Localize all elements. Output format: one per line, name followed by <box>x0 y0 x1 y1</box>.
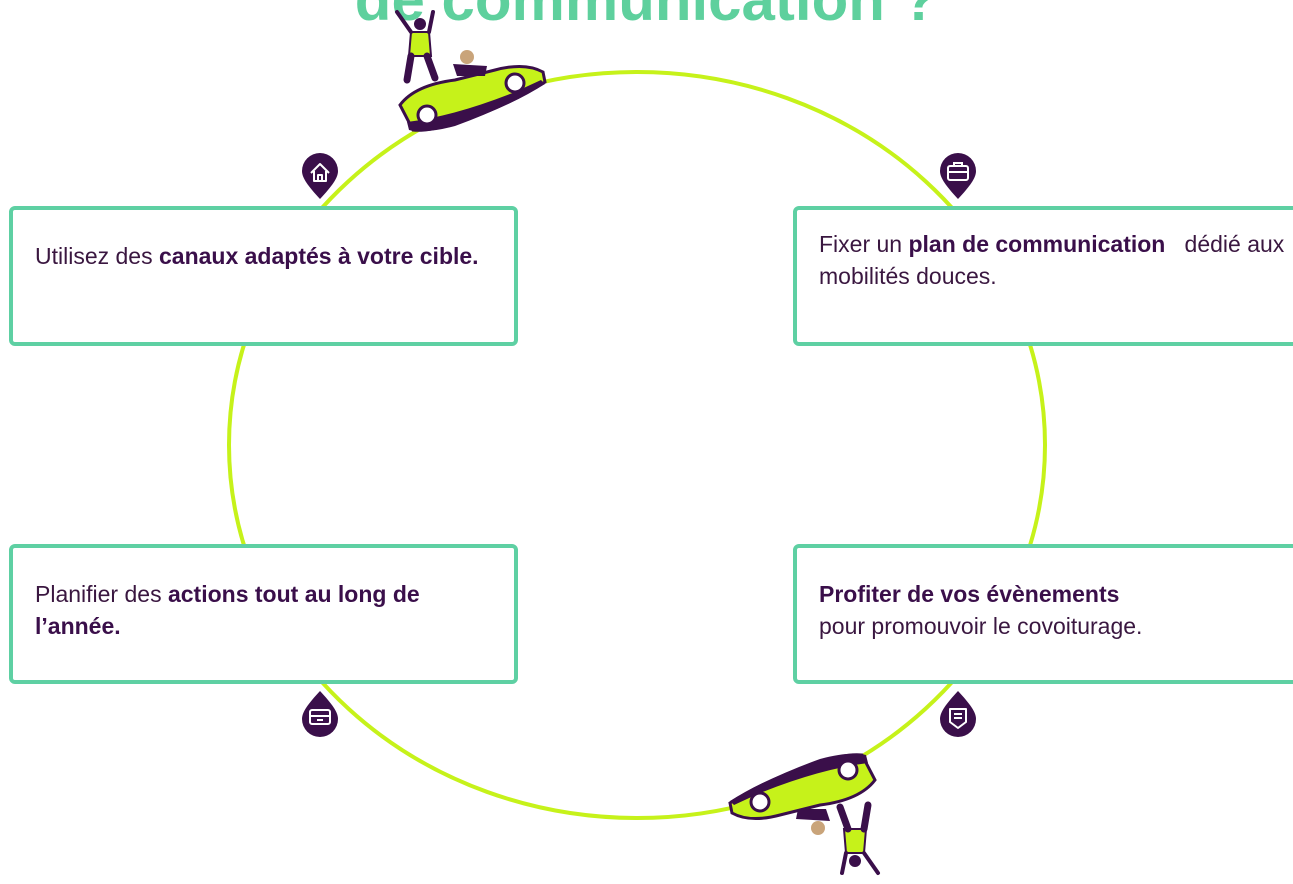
home-icon <box>300 152 340 200</box>
step-card-plan: Fixer un plan de communication dédié aux… <box>793 206 1293 346</box>
step-text: Utilisez des <box>35 243 159 269</box>
event-badge-icon <box>938 690 978 738</box>
step-text: Fixer un <box>819 231 909 257</box>
step-text-bold: canaux adaptés à votre cible. <box>158 243 479 269</box>
step-text-bold: plan de communication <box>908 231 1166 257</box>
page-title: de communication ? <box>0 0 1293 30</box>
step-card-events: Profiter de vos évènements pour promouvo… <box>793 544 1293 684</box>
step-text-bold: Profiter de vos évènements <box>819 581 1120 607</box>
step-text-rest: pour promouvoir le covoiturage. <box>819 613 1143 639</box>
briefcase-icon <box>938 152 978 200</box>
cycle-circle <box>227 70 1047 820</box>
monitor-icon <box>300 690 340 738</box>
step-text: Planifier des <box>35 581 168 607</box>
step-card-channels: Utilisez des canaux adaptés à votre cibl… <box>9 206 518 346</box>
step-text-bold: actions tout au long de l’année. <box>35 581 420 639</box>
car-illustration-top <box>395 10 547 132</box>
car-illustration-bottom <box>728 753 880 875</box>
step-text-rest: dédié aux mobilités douces. <box>819 231 1291 289</box>
step-card-actions: Planifier des actions tout au long de l’… <box>9 544 518 684</box>
